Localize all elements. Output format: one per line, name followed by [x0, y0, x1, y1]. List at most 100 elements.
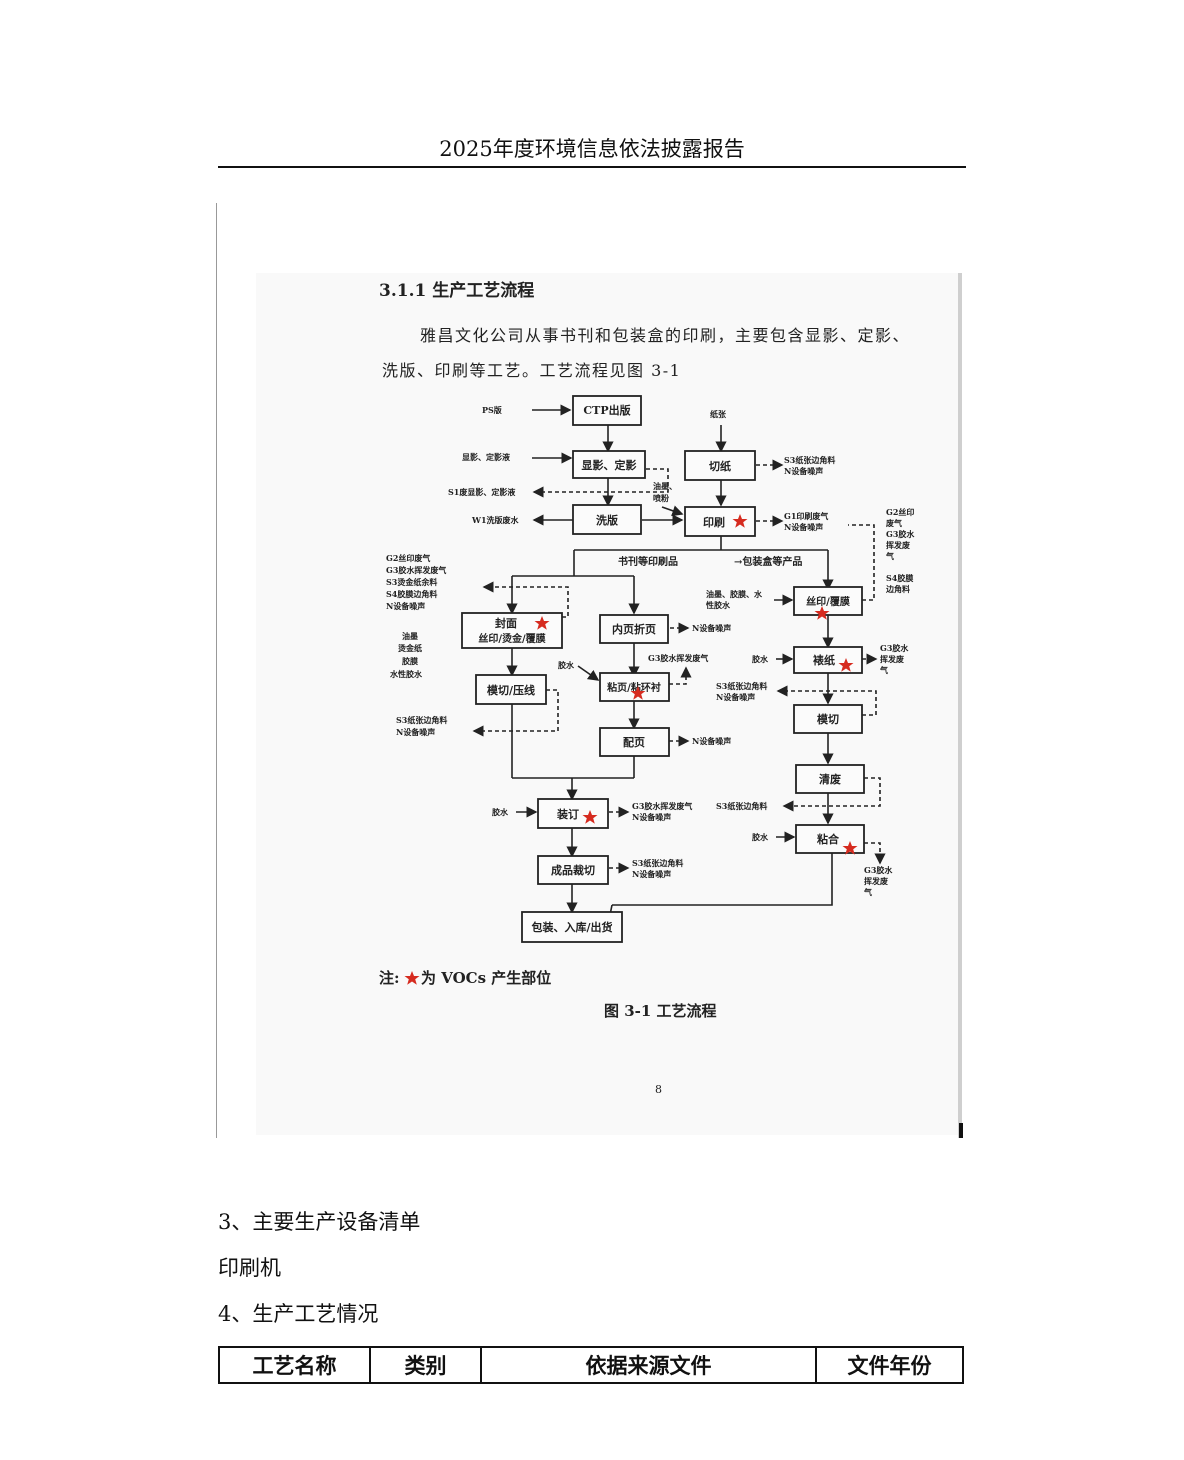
node-waste-box: [795, 764, 865, 794]
label-left-out-2: S3烫金纸余料: [386, 577, 437, 587]
node-silk-box: [793, 586, 863, 616]
label-w1: W1洗版废水: [471, 515, 520, 525]
scanned-flowchart-image: 3.1.1 生产工艺流程 雅昌文化公司从事书刊和包装盒的印刷，主要包含显影、定影…: [216, 203, 964, 1138]
node-silk: 丝印/覆膜: [806, 595, 850, 608]
node-paste: 粘页/粘环衬: [607, 681, 661, 694]
label-silk-in-1: 性胶水: [706, 600, 731, 610]
label-powder: 喷粉: [653, 493, 669, 503]
node-develop-box: [572, 450, 646, 479]
label-boxes: →包装盒等产品: [734, 555, 802, 568]
node-cut-press-box: [475, 674, 547, 705]
label-ink: 油墨、: [653, 481, 677, 491]
label-left-out-1: G3胶水挥发废气: [386, 565, 446, 575]
node-cover-box: [461, 612, 563, 649]
scan-right-edge: [958, 273, 962, 1138]
label-s1: S1废显影、定影液: [448, 487, 515, 497]
label-die-s3: S3纸张边角料: [716, 681, 767, 691]
label-paper: 纸张: [710, 409, 727, 419]
node-cover-2: 丝印/烫金/覆膜: [478, 632, 545, 645]
label-paste-glue: 胶水: [558, 660, 575, 670]
note-star-icon: [404, 971, 420, 985]
flowchart-svg: 3.1.1 生产工艺流程 雅昌文化公司从事书刊和包装盒的印刷，主要包含显影、定影…: [379, 280, 915, 1096]
label-print-g1: G1印刷废气: [784, 511, 828, 521]
label-glue-in: 胶水: [752, 832, 769, 842]
label-right-out-5: S4胶膜: [886, 573, 913, 583]
node-wash-box: [572, 504, 642, 535]
label-cover-in-3: 水性胶水: [389, 669, 423, 679]
node-ctp: CTP出版: [583, 403, 630, 417]
node-ctp-box: [572, 395, 642, 426]
label-die-n: N设备噪声: [716, 692, 755, 702]
node-final-cut: 成品裁切: [551, 863, 595, 877]
node-waste: 清废: [819, 772, 841, 786]
label-cover-in-2: 胶膜: [402, 656, 418, 666]
node-cover-1: 封面: [495, 616, 517, 630]
label-mount-g3-2: 气: [879, 665, 888, 675]
label-mount-g3-1: 挥发废: [880, 654, 904, 664]
label-cut-n: N设备噪声: [784, 466, 823, 476]
label-right-out-3: 挥发废: [886, 540, 910, 550]
note-prefix: 注:: [379, 969, 400, 987]
process-table: 工艺名称 类别 依据来源文件 文件年份: [218, 1346, 964, 1384]
node-die: 模切: [817, 712, 839, 726]
figure-caption: 图 3-1 工艺流程: [604, 1002, 717, 1020]
node-wash: 洗版: [596, 513, 618, 527]
label-right-out-4: 气: [885, 551, 894, 561]
equipment-item: 印刷机: [218, 1256, 281, 1280]
node-collate: 配页: [623, 735, 645, 749]
label-dev-liquid: 显影、定影液: [462, 452, 510, 462]
label-waste-s3: S3纸张边角料: [716, 801, 767, 811]
scan-page-number: 8: [655, 1083, 662, 1096]
label-paste-g3: G3胶水挥发废气: [648, 653, 708, 663]
note-text: 为 VOCs 产生部位: [421, 969, 551, 987]
node-pack-box: [521, 911, 623, 943]
col-header-category: 类别: [369, 1346, 482, 1384]
node-mount: 裱纸: [813, 653, 835, 667]
node-cut-press: 模切/压线: [487, 683, 535, 697]
section-heading: 3.1.1 生产工艺流程: [379, 280, 534, 301]
label-right-out-1: 废气: [886, 518, 902, 528]
label-bind-g3: G3胶水挥发废气: [632, 801, 692, 811]
process-section-title: 4、生产工艺情况: [218, 1302, 379, 1326]
label-collate-n: N设备噪声: [692, 736, 731, 746]
label-mount-g3-0: G3胶水: [880, 643, 909, 653]
label-books: 书刊等印刷品: [618, 555, 678, 568]
label-fold-n: N设备噪声: [692, 623, 731, 633]
label-bind-n: N设备噪声: [632, 812, 671, 822]
label-cutpress-n: N设备噪声: [396, 727, 435, 737]
label-mount-glue: 胶水: [752, 654, 769, 664]
node-pack: 包装、入库/出货: [530, 920, 612, 934]
label-right-out-0: G2丝印: [886, 507, 914, 517]
intro-line-1: 雅昌文化公司从事书刊和包装盒的印刷，主要包含显影、定影、: [420, 326, 910, 345]
col-header-year: 文件年份: [815, 1346, 964, 1384]
label-right-out-2: G3胶水: [886, 529, 915, 539]
label-glue-g3-0: G3胶水: [864, 865, 893, 875]
label-cutpress-s3: S3纸张边角料: [396, 715, 447, 725]
node-print-box: [684, 506, 756, 537]
node-cut-paper: 切纸: [709, 459, 731, 473]
label-ps: PS版: [482, 405, 502, 415]
node-final-cut-box: [537, 855, 609, 885]
node-die-box: [793, 704, 863, 734]
label-silk-in-0: 油墨、胶膜、水: [706, 589, 763, 599]
intro-line-2: 洗版、印刷等工艺。工艺流程见图 3-1: [382, 361, 681, 380]
label-left-out-0: G2丝印废气: [386, 553, 430, 563]
node-mount-box: [793, 646, 863, 674]
node-fold: 内页折页: [612, 622, 656, 636]
scan-left-edge: [216, 203, 217, 1138]
label-cover-in-1: 烫金纸: [398, 643, 422, 653]
scan-corner-mark: [959, 1123, 963, 1138]
label-glue-g3-2: 气: [863, 887, 872, 897]
node-bind-box: [537, 798, 609, 829]
label-cut-s3: S3纸张边角料: [784, 455, 835, 465]
label-print-n: N设备噪声: [784, 522, 823, 532]
label-left-out-4: N设备噪声: [386, 601, 425, 611]
label-finalcut-n: N设备噪声: [632, 869, 671, 879]
col-header-source: 依据来源文件: [480, 1346, 817, 1384]
node-cut-paper-box: [684, 450, 756, 481]
col-header-process: 工艺名称: [218, 1346, 371, 1384]
label-right-out-6: 边角料: [885, 584, 910, 594]
table-header-row: 工艺名称 类别 依据来源文件 文件年份: [218, 1346, 964, 1384]
page-header: 2025年度环境信息依法披露报告: [218, 132, 966, 168]
node-fold-box: [599, 614, 669, 644]
